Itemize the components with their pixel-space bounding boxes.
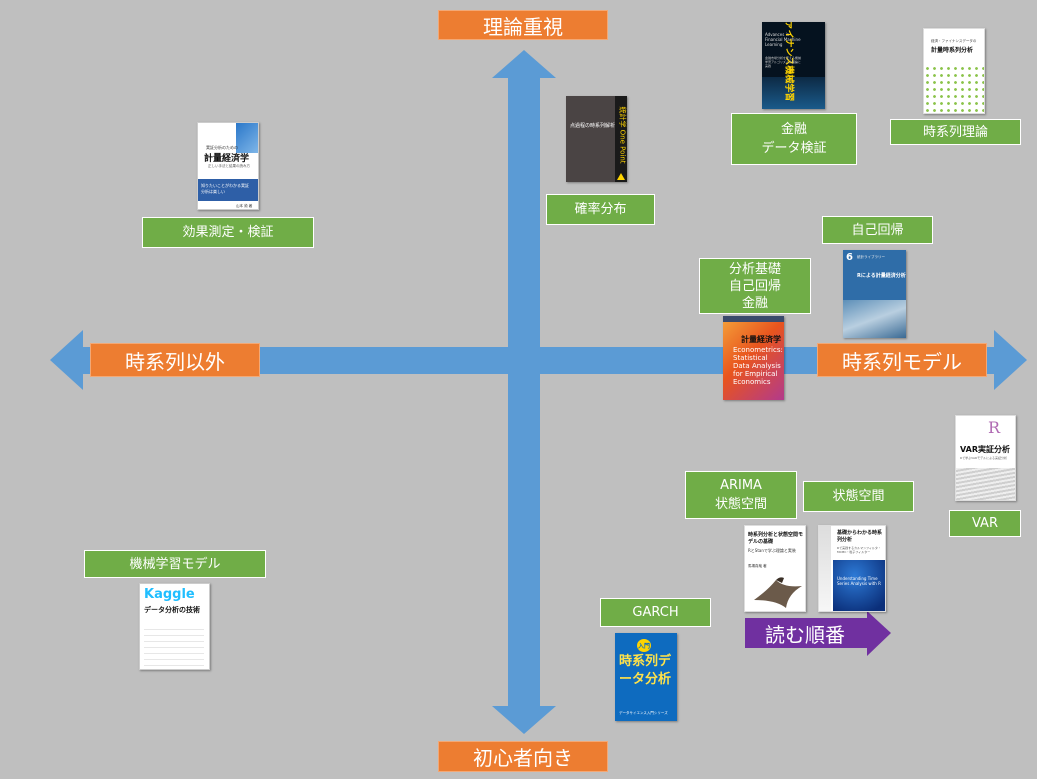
book-cover-econometrics: 計量経済学 Econometrics: Statistical Data Ana… xyxy=(723,316,784,400)
book-cover-kiso-ts: 基礎からわかる時系列分析 Rで実践するカルマンフィルタ・MCMC・粒子フィルター… xyxy=(818,525,886,612)
kiso-ts-sub: Rで実践するカルマンフィルタ・MCMC・粒子フィルター xyxy=(837,546,881,554)
tag-garch-line-1: GARCH xyxy=(632,605,679,620)
point-spine: 統計学 One Point xyxy=(618,106,627,164)
tag-ml-model: 機械学習モデル xyxy=(84,550,266,578)
ts-analysis-title: 計量時系列分析 xyxy=(931,47,974,54)
tag-garch: GARCH xyxy=(600,598,711,627)
tag-arima-line-2: 状態空間 xyxy=(714,497,767,512)
econometrics-title: 計量経済学 xyxy=(741,335,781,344)
var-title: VAR実証分析 xyxy=(960,445,1010,454)
keiryo-author: 山本 勲 著 xyxy=(236,204,253,208)
tag-state-space: 状態空間 xyxy=(803,481,914,512)
ts-analysis-series: 経済・ファイナンスデータの xyxy=(931,39,977,43)
book-cover-finance-ml: Advances in Financial Machine Learning フ… xyxy=(762,22,825,109)
keiryo-sub: 正しい手法と結果の読み方 xyxy=(208,164,250,168)
tag-finance-data: 金融 データ検証 xyxy=(731,113,857,165)
point-title: 点過程の時系列解析 xyxy=(570,123,616,129)
book-cover-nyumon-ts: 入門 時系列データ分析 データサイエンス入門シリーズ xyxy=(615,633,677,721)
tag-basics-ar-finance: 分析基礎 自己回帰 金融 xyxy=(699,258,811,314)
tag-ml-line-1: 機械学習モデル xyxy=(129,556,221,572)
var-letter: R xyxy=(988,418,1001,437)
tag-autoregression: 自己回帰 xyxy=(822,216,933,244)
var-sub: Rで学ぶVARモデルによる実証分析 xyxy=(960,456,1007,460)
keiryo-title: 計量経済学 xyxy=(204,154,250,164)
tag-basics-line-3: 金融 xyxy=(741,295,768,311)
tag-ar-line-1: 自己回帰 xyxy=(851,222,904,238)
tag-probability-distribution: 確率分布 xyxy=(546,194,655,225)
nyumon-title: 時系列データ分析 xyxy=(619,654,672,687)
nyumon-sub: データサイエンス入門シリーズ xyxy=(619,711,668,715)
reading-order-label: 読む順番 xyxy=(765,622,845,647)
tag-finance-line-1: 金融 xyxy=(780,122,807,137)
book-cover-keiryo: 実証分析のための 計量経済学 正しい手法と結果の読み方 知りたいことがわかる実証… xyxy=(197,122,259,210)
finance-ml-sub: 金融市場分析を変える機械学習アルゴリズムの理論と実践 xyxy=(765,56,801,68)
tag-effect-measurement: 効果測定・検証 xyxy=(142,217,314,248)
tag-ts-theory-line-1: 時系列理論 xyxy=(922,124,988,140)
kaggle-sub: データ分析の技術 xyxy=(144,606,200,614)
ts-state-sub: RとStanで学ぶ理論と実装 xyxy=(748,548,796,553)
reading-order-arrow-shape xyxy=(745,611,891,656)
book-cover-kaggle: Kaggle データ分析の技術 xyxy=(139,583,210,670)
axis-label-right: 時系列モデル xyxy=(817,343,987,377)
keiryo-banner: 知りたいことがわかる実証分析は楽しい xyxy=(201,183,249,194)
axis-label-top: 理論重視 xyxy=(438,10,608,40)
tag-arima-line-1: ARIMA xyxy=(720,478,762,493)
book-cover-ts-analysis: 経済・ファイナンスデータの 計量時系列分析 xyxy=(923,28,985,114)
kiso-ts-title: 基礎からわかる時系列分析 xyxy=(837,530,883,543)
tag-basics-line-1: 分析基礎 xyxy=(728,261,781,277)
kiso-ts-en: Understanding Time Series Analysis with … xyxy=(837,576,881,586)
book-cover-point-process: 統計学 One Point 点過程の時系列解析 xyxy=(566,96,627,182)
axis-label-bottom: 初心者向き xyxy=(438,741,608,772)
axis-label-left: 時系列以外 xyxy=(90,343,260,377)
r-econ-title: Rによる計量経済分析 xyxy=(857,273,906,279)
horizontal-axis-arrow xyxy=(50,330,1027,390)
tag-arima-state-space: ARIMA 状態空間 xyxy=(685,471,797,519)
tag-finance-line-2: データ検証 xyxy=(761,141,827,156)
tag-var: VAR xyxy=(949,510,1021,537)
reading-order-arrow: 読む順番 xyxy=(745,611,891,656)
tag-state-space-line-1: 状態空間 xyxy=(832,489,885,504)
falcon-illustration xyxy=(754,577,802,608)
r-econ-num: 6 xyxy=(846,252,853,263)
book-cover-var: R VAR実証分析 Rで学ぶVARモデルによる実証分析 xyxy=(955,415,1016,501)
book-cover-r-econometrics: 6 統計ライブラリー Rによる計量経済分析 xyxy=(843,250,906,338)
tag-var-line-1: VAR xyxy=(972,516,998,531)
tag-effect-line-1: 効果測定・検証 xyxy=(182,225,274,240)
ts-state-title: 時系列分析と状態空間モデルの基礎 xyxy=(748,532,804,545)
vertical-axis-arrow xyxy=(492,50,556,734)
book-cover-ts-state-space: 時系列分析と状態空間モデルの基礎 RとStanで学ぶ理論と実装 馬場真哉 著 xyxy=(744,525,806,612)
finance-ml-en: Advances in Financial Machine Learning xyxy=(765,32,801,47)
econometrics-en: Econometrics: Statistical Data Analysis … xyxy=(733,346,783,386)
tag-ts-theory: 時系列理論 xyxy=(890,119,1021,145)
ts-state-author: 馬場真哉 著 xyxy=(748,564,767,568)
nyumon-badge: 入門 xyxy=(637,639,652,652)
r-econ-series: 統計ライブラリー xyxy=(857,255,885,259)
tag-probability-line-1: 確率分布 xyxy=(574,202,627,217)
keiryo-series: 実証分析のための xyxy=(206,145,238,150)
kaggle-logo: Kaggle xyxy=(144,587,195,602)
tag-basics-line-2: 自己回帰 xyxy=(728,278,781,294)
